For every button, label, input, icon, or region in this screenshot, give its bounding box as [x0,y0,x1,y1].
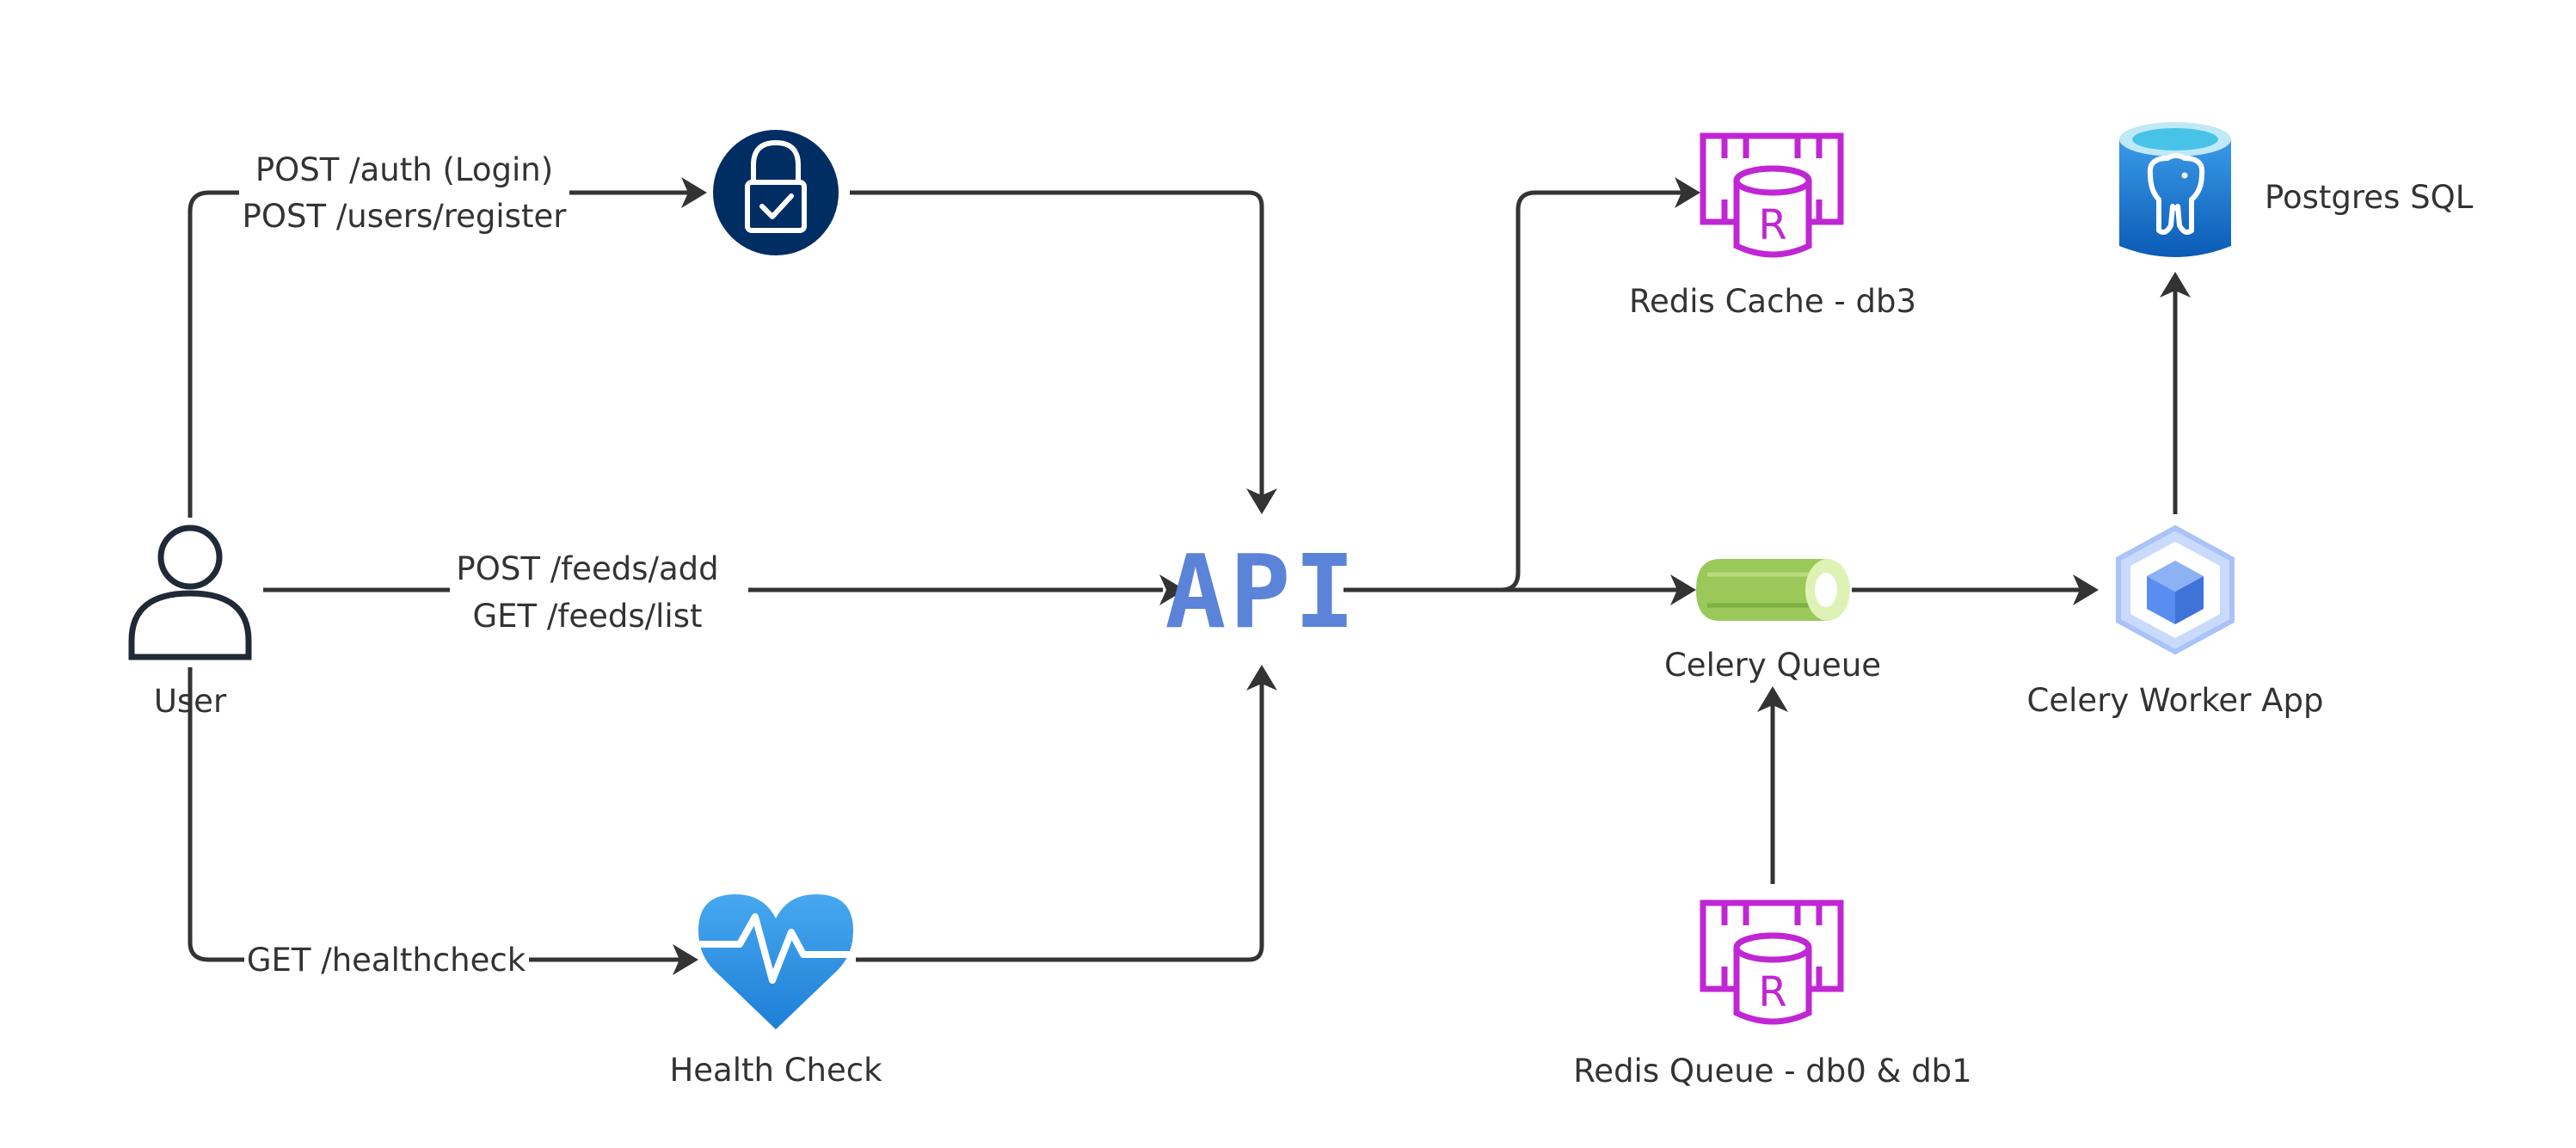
arrowhead-worker [2073,574,2099,605]
edge-auth-api[interactable] [850,190,1264,497]
svg-text:R: R [1758,968,1786,1016]
edge-label-auth-login: POST /auth (Login) [255,151,553,188]
arrowhead-api-bottom [1246,665,1277,691]
node-celery-worker[interactable]: Celery Worker App [2027,525,2324,719]
node-redis-queue[interactable]: R Redis Queue - db0 & db1 [1573,899,1972,1090]
node-user[interactable]: User [128,525,252,720]
node-postgres[interactable]: Postgres SQL [2119,122,2474,257]
heart-pulse-icon [698,894,853,1029]
node-redis-cache[interactable]: R Redis Cache - db3 [1629,132,1916,320]
edges [188,177,2191,975]
node-label-redis-cache: Redis Cache - db3 [1629,283,1916,320]
node-label-user: User [154,683,227,720]
node-api[interactable]: API [1165,532,1358,651]
node-label-health-check: Health Check [669,1052,882,1089]
arrowhead-api-left [1159,574,1185,605]
postgres-database-icon [2119,122,2231,257]
edge-api-redis-cache[interactable] [1343,190,1681,592]
arrowhead-auth [681,177,707,208]
celery-icon [1696,559,1850,621]
edge-health-api[interactable] [856,684,1264,962]
edge-label-feeds-list: GET /feeds/list [472,598,702,635]
api-icon: API [1165,532,1358,651]
arrowhead-celery-queue-bottom [1757,686,1788,712]
edge-label-users-register: POST /users/register [243,198,568,235]
edge-label-feeds-add: POST /feeds/add [456,550,718,587]
node-label-redis-queue: Redis Queue - db0 & db1 [1573,1053,1971,1090]
node-health-check[interactable]: Health Check [669,894,882,1089]
cube-hexagon-icon [2116,525,2235,655]
arrowhead-postgres [2160,272,2191,298]
arrowhead-api-top [1246,488,1277,514]
node-celery-queue[interactable]: Celery Queue [1664,559,1881,684]
node-label-celery-queue: Celery Queue [1664,647,1881,684]
redis-icon: R [1700,899,1844,1025]
edge-labels: POST /auth (Login) POST /users/register … [243,151,719,979]
edge-label-healthcheck: GET /healthcheck [247,942,526,979]
edge-user-auth[interactable] [188,190,688,518]
arrowhead-health [673,944,698,975]
node-label-postgres: Postgres SQL [2265,179,2474,216]
node-label-celery-worker: Celery Worker App [2027,682,2324,719]
edge-user-health[interactable] [188,667,679,962]
svg-text:R: R [1758,201,1786,249]
arrowhead-redis-cache [1675,177,1700,208]
node-auth[interactable] [713,130,839,255]
lock-check-icon [713,130,839,255]
redis-icon: R [1700,132,1844,258]
user-icon [128,525,252,660]
arrowhead-celery-queue [1670,574,1696,605]
